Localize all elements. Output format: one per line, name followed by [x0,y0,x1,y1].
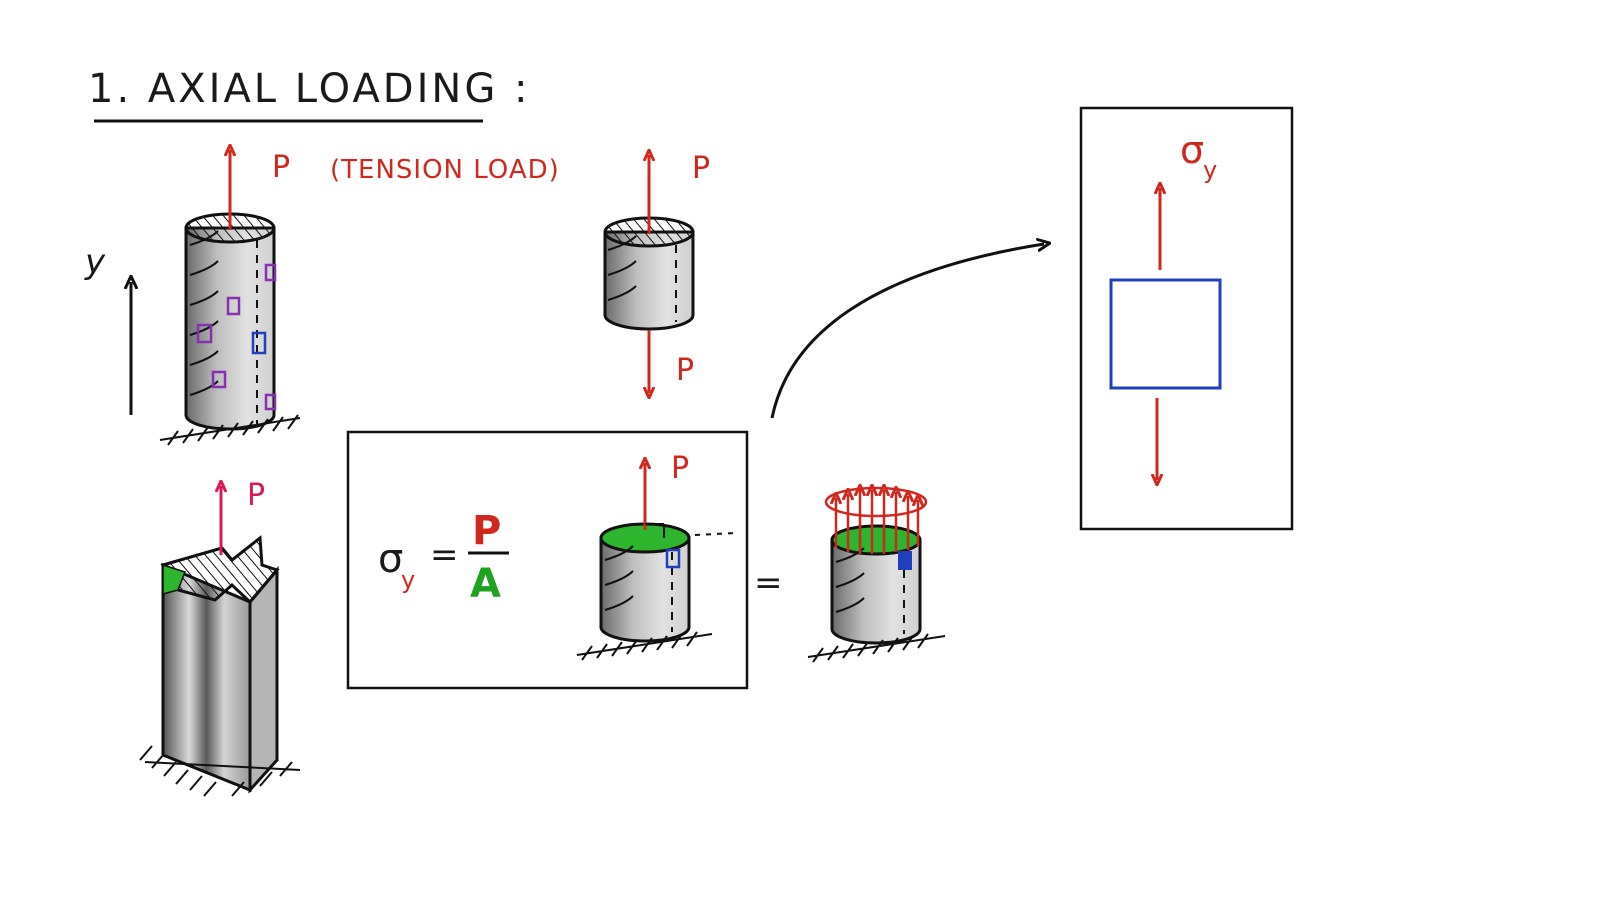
stress-element-purple [264,393,277,411]
distributed-stress-arrows [824,488,928,554]
y-axis-label: y [84,242,106,282]
stress-element-square [1109,278,1222,390]
stress-element-purple [264,263,277,282]
star-section-beam [139,535,301,797]
beam-load-label-p: P [247,478,265,513]
formula-load-label-p: P [671,451,689,486]
formula-numerator: P [472,508,501,554]
equivalence-sign: = [754,563,783,603]
cross-section-area-highlight [162,563,186,595]
stress-element-blue [251,331,267,355]
stress-subscript: y [1203,156,1217,184]
formula-subscript: y [401,566,415,594]
load-label-p: P [272,150,290,185]
short-cylinder-free-body [603,216,695,331]
page-title: 1. AXIAL LOADING : [88,66,531,112]
stress-element-purple [226,296,241,316]
stress-element-purple [196,323,213,344]
cylinder-distributed-stress [807,524,946,663]
formula-sigma: σ [378,536,403,582]
lower-load-label-p: P [676,353,694,388]
cylinder-with-area [576,522,736,661]
formula-denominator: A [470,561,501,607]
zoom-in-arrow [770,244,1044,419]
stress-symbol: σ [1180,128,1204,172]
formula-equals: = [430,535,459,575]
tension-load-label: (TENSION LOAD) [330,155,560,185]
upper-load-label-p: P [692,151,710,186]
tall-cylinder-specimen [159,212,301,446]
stress-element-purple [211,370,227,389]
